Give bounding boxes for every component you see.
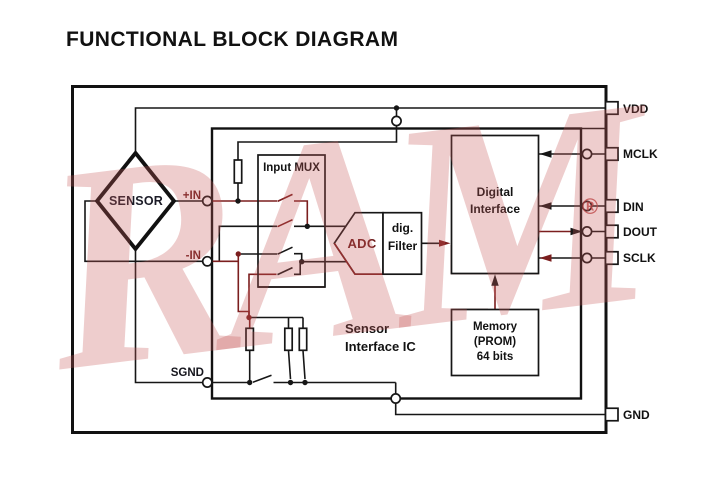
pullup-resistor (233, 159, 243, 184)
digital-interface-box (450, 134, 540, 275)
din-terminal (581, 200, 593, 212)
adc-accent-edge (333, 242, 383, 275)
vdd-terminal (391, 115, 402, 127)
sclk-pin-label: SCLK (623, 251, 656, 265)
input-mux-label: Input MUX (263, 162, 320, 174)
dout-terminal (581, 226, 593, 237)
bias-resistor-1 (245, 327, 255, 352)
sensor-diamond (94, 149, 177, 253)
digital-interface-line2: Interface (469, 202, 521, 216)
switch4-blade (277, 266, 293, 276)
dig-filter-line1: dig. (391, 221, 414, 235)
arrowheads (439, 150, 583, 286)
filter-to-di-arrow-icon (439, 239, 451, 247)
mclk-terminal (581, 148, 593, 160)
memory-label: Memory (PROM) 64 bits (451, 320, 539, 366)
input-mux-box (257, 154, 326, 288)
vdd-pin-label: VDD (623, 101, 649, 116)
dout-arrow-icon (570, 227, 583, 236)
switch1-output (294, 200, 309, 227)
switch2-blade (277, 218, 293, 228)
din-pin-square (604, 198, 619, 214)
memory-box (450, 308, 540, 377)
switch4-output (294, 261, 301, 276)
sclk-terminal (581, 252, 593, 264)
sgnd-label: SGND (170, 366, 204, 379)
vdd-pin-square (604, 100, 619, 116)
din-pin-label: DIN (623, 199, 644, 214)
dig-filter-label: dig. Filter (383, 220, 422, 255)
memory-line2: (PROM) (473, 335, 517, 348)
memory-line3: 64 bits (476, 351, 514, 364)
gnd-terminal (390, 393, 402, 404)
gnd-pin-square (604, 407, 619, 422)
vdd-pullup-wire (237, 108, 398, 160)
bias-network-wire (250, 316, 304, 329)
memory-to-di-arrow-icon (491, 274, 499, 286)
bias-resistor-3 (298, 327, 308, 352)
sensor-sgnd-wire (134, 249, 203, 384)
resistors (233, 159, 308, 352)
resistor-switch-blades (287, 350, 306, 380)
digital-interface-label: Digital Interface (451, 184, 539, 218)
pin-squares (604, 100, 619, 422)
sgnd-terminal (201, 377, 213, 388)
sensor-label: SENSOR (109, 194, 163, 208)
mux-row2-feed (218, 225, 277, 262)
switch1-blade (277, 193, 293, 203)
plus-in-label: +IN (182, 189, 201, 202)
ic-label-line1: Sensor (345, 321, 390, 336)
page-title: FUNCTIONAL BLOCK DIAGRAM (66, 28, 399, 51)
dout-pin-square (604, 224, 619, 239)
dout-pin-label: DOUT (623, 224, 657, 239)
sclk-pin-square (604, 250, 619, 266)
vdd-rail-wire (134, 107, 606, 152)
switch4-feed (248, 273, 277, 318)
minus-in-terminal (201, 255, 213, 267)
plus-in-terminal (201, 195, 213, 207)
bias-resistor-2 (283, 327, 294, 352)
sgnd-gnd-wire (212, 374, 606, 416)
dig-filter-line2: Filter (387, 238, 418, 253)
minus-in-bias-drop (237, 254, 250, 318)
ic-label: Sensor Interface IC (345, 320, 416, 355)
digital-interface-line1: Digital (476, 185, 514, 199)
din-arrow-icon (539, 202, 552, 210)
mclk-arrow-icon (539, 150, 552, 158)
minus-in-label: -IN (185, 249, 201, 262)
sensor-minus-wire (84, 200, 203, 263)
gnd-pin-label: GND (623, 407, 650, 422)
memory-line1: Memory (472, 320, 518, 333)
mclk-pin-label: MCLK (623, 147, 658, 161)
mclk-pin-square (604, 146, 619, 162)
dig-filter-box (382, 211, 423, 276)
ic-label-line2: Interface IC (345, 338, 416, 354)
switch3-blade (277, 246, 293, 255)
adc-label: ADC (347, 236, 377, 251)
junction-dots (235, 105, 400, 386)
sclk-arrow-icon (539, 254, 552, 262)
